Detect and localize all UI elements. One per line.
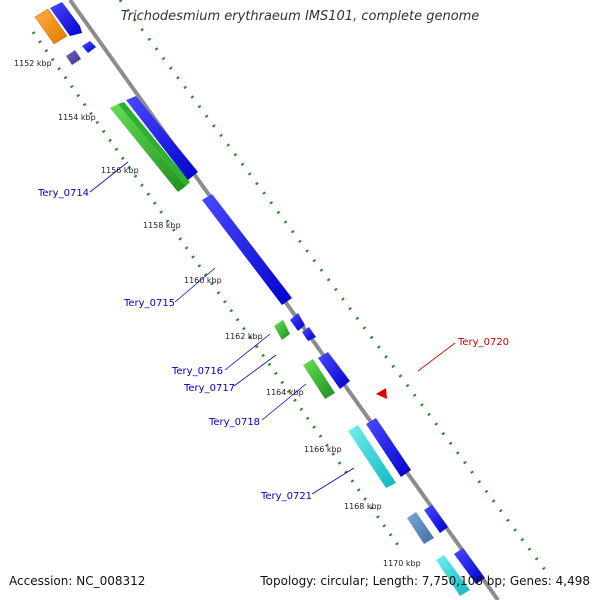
- highlight-leader: [417, 342, 456, 372]
- scale-label: 1162 kbp: [225, 332, 263, 341]
- gene-tery-0721[interactable]: [348, 425, 396, 488]
- scale-labels: 1152 kbp 1154 kbp 1156 kbp 1158 kbp 1160…: [14, 59, 421, 568]
- scale-label: 1166 kbp: [304, 445, 342, 454]
- scale-label: 1164 kbp: [266, 388, 304, 397]
- gene-block-cyan-bottom[interactable]: [436, 555, 470, 596]
- gene-block-steel[interactable]: [407, 512, 434, 544]
- scale-label: 1160 kbp: [184, 276, 222, 285]
- scale-label: 1158 kbp: [143, 221, 181, 230]
- gene-label-tery-0718[interactable]: Tery_0718: [208, 417, 260, 428]
- gene-label-tery-0721[interactable]: Tery_0721: [260, 491, 312, 502]
- scale-label: 1156 kbp: [101, 166, 139, 175]
- gene-label-tery-0720[interactable]: Tery_0720: [457, 337, 509, 348]
- gene-label-leaders: [89, 161, 355, 495]
- gene-label-tery-0717[interactable]: Tery_0717: [183, 383, 235, 394]
- scale-label: 1170 kbp: [383, 559, 421, 568]
- gene-label-tery-0715[interactable]: Tery_0715: [123, 298, 175, 309]
- gene-tery-0716[interactable]: [274, 320, 290, 340]
- gene-label-tery-0716[interactable]: Tery_0716: [171, 366, 223, 377]
- gene-block-violet[interactable]: [66, 50, 81, 65]
- scale-label: 1152 kbp: [14, 59, 52, 68]
- gene-block-blue-lower[interactable]: [424, 505, 448, 533]
- gene-tery-0717[interactable]: [290, 313, 305, 331]
- gene-block-blue-bottom[interactable]: [454, 548, 485, 584]
- gene-block-orange[interactable]: [34, 8, 68, 45]
- gene-tery-0714[interactable]: [110, 102, 190, 192]
- gene-tery-0718[interactable]: [303, 359, 335, 399]
- gene-block-blue[interactable]: [50, 2, 82, 36]
- gene-arrow-small-2[interactable]: [302, 327, 316, 341]
- gene-tery-0720[interactable]: [376, 388, 387, 399]
- map-title: Trichodesmium erythraeum IMS101, complet…: [120, 9, 480, 24]
- accession-text: Accession: NC_008312: [9, 574, 146, 588]
- gc-track: [118, 0, 547, 571]
- gene-blue-long-2[interactable]: [366, 418, 411, 477]
- scale-label: 1168 kbp: [344, 502, 382, 511]
- gene-blue-long-1[interactable]: [126, 96, 198, 180]
- scale-track: [31, 31, 402, 549]
- genome-summary-text: Topology: circular; Length: 7,750,108 bp…: [260, 574, 590, 588]
- gene-arrow-small[interactable]: [82, 41, 96, 53]
- gene-tery-0715[interactable]: [202, 194, 292, 305]
- scale-label: 1154 kbp: [58, 113, 96, 122]
- gene-label-tery-0714[interactable]: Tery_0714: [37, 188, 89, 199]
- gene-blue-mid[interactable]: [318, 352, 350, 389]
